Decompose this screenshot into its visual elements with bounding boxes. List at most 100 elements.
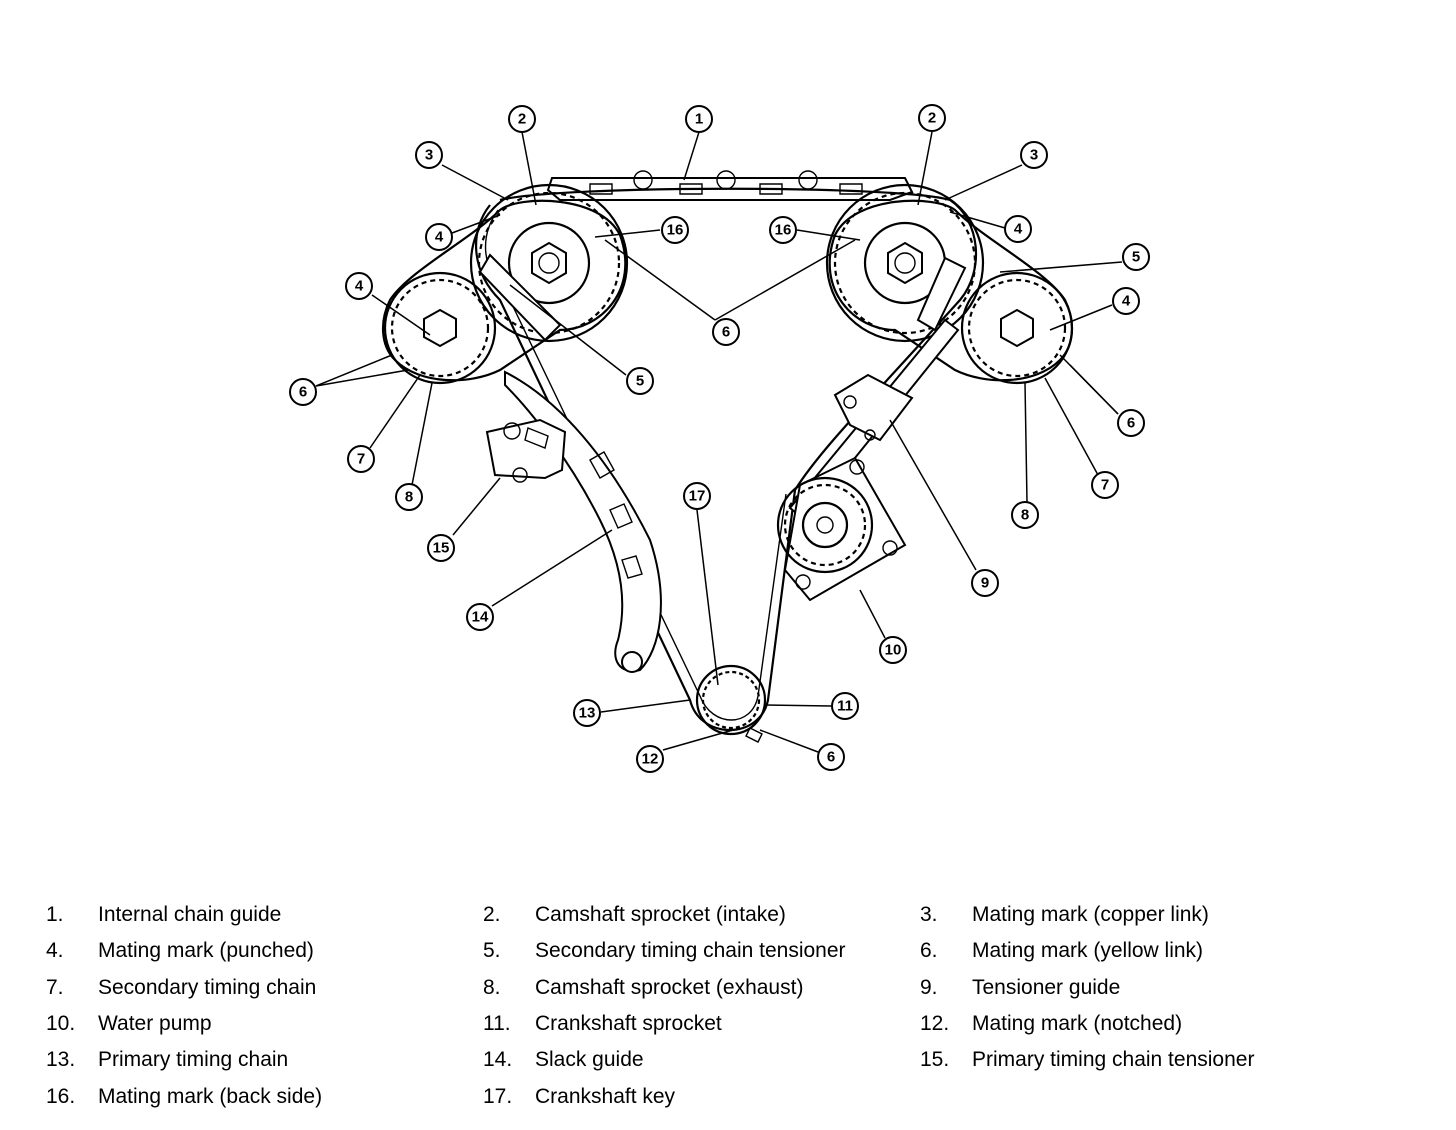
svg-text:6: 6 [827, 749, 835, 766]
callout-3-left: 3 [415, 141, 443, 169]
legend-label: Mating mark (copper link) [972, 903, 1209, 926]
legend-label: Camshaft sprocket (exhaust) [535, 976, 804, 999]
legend-number: 2. [483, 903, 501, 926]
svg-text:6: 6 [722, 324, 730, 341]
callout-15: 15 [427, 534, 455, 562]
svg-text:14: 14 [472, 609, 489, 626]
callout-7-right: 7 [1091, 471, 1119, 499]
callout-3-right: 3 [1020, 141, 1048, 169]
svg-text:4: 4 [1122, 293, 1131, 310]
legend-label: Mating mark (back side) [98, 1085, 323, 1108]
water-pump [776, 456, 907, 602]
legend-label: Secondary timing chain [98, 976, 317, 999]
callout-6-left: 6 [289, 378, 317, 406]
legend-number: 17. [483, 1085, 513, 1108]
svg-text:2: 2 [518, 111, 526, 128]
callout-17: 17 [683, 482, 711, 510]
svg-text:5: 5 [636, 373, 644, 390]
svg-text:8: 8 [405, 489, 413, 506]
svg-text:4: 4 [435, 229, 444, 246]
legend-number: 8. [483, 976, 501, 999]
svg-text:1: 1 [695, 111, 703, 128]
legend-number: 16. [46, 1085, 76, 1108]
svg-text:3: 3 [1030, 147, 1038, 164]
legend-label: Slack guide [535, 1048, 644, 1071]
callout-5-left: 5 [626, 367, 654, 395]
legend-label: Internal chain guide [98, 903, 282, 926]
callout-2-left: 2 [508, 105, 536, 133]
callout-6-right: 6 [1117, 409, 1145, 437]
callout-8-right: 8 [1011, 501, 1039, 529]
right-secondary-tensioner [916, 256, 967, 332]
legend-label: Primary timing chain tensioner [972, 1048, 1255, 1071]
legend-number: 3. [920, 903, 938, 926]
legend-number: 5. [483, 939, 501, 962]
svg-text:16: 16 [667, 222, 684, 239]
callout-16-left: 16 [661, 216, 689, 244]
crankshaft-sprocket [695, 664, 767, 743]
callout-4-left-top: 4 [425, 223, 453, 251]
right-intake-cam-sprocket [825, 183, 985, 343]
primary-timing-chain [474, 187, 978, 732]
callout-14: 14 [466, 603, 494, 631]
svg-text:6: 6 [299, 384, 307, 401]
left-secondary-tensioner [478, 253, 562, 342]
svg-text:17: 17 [689, 488, 706, 505]
legend-label: Crankshaft sprocket [535, 1012, 722, 1035]
callout-7-left: 7 [347, 445, 375, 473]
internal-chain-guide [546, 170, 914, 201]
svg-text:9: 9 [981, 575, 989, 592]
left-intake-cam-sprocket [469, 183, 629, 343]
left-exhaust-cam-sprocket [383, 271, 497, 385]
slack-guide [504, 370, 662, 673]
callout-6-bottom: 6 [817, 743, 845, 771]
legend-label: Mating mark (yellow link) [972, 939, 1204, 962]
callout-4-right: 4 [1112, 287, 1140, 315]
legend-number: 12. [920, 1012, 950, 1035]
parts-legend: 1. Internal chain guide 4. Mating mark (… [0, 895, 1456, 1125]
svg-text:15: 15 [433, 540, 450, 557]
callout-8-left: 8 [395, 483, 423, 511]
legend-number: 7. [46, 976, 64, 999]
legend-number: 10. [46, 1012, 76, 1035]
callout-16-right: 16 [769, 216, 797, 244]
timing-chain-diagram: 1 2 2 3 3 4 4 4 4 5 5 6 6 6 6 7 7 8 8 9 … [289, 104, 1150, 773]
svg-text:7: 7 [1101, 477, 1109, 494]
legend-label: Tensioner guide [972, 976, 1121, 999]
legend-number: 1. [46, 903, 64, 926]
legend-number: 15. [920, 1048, 950, 1071]
callout-13: 13 [573, 699, 601, 727]
svg-text:10: 10 [885, 642, 902, 659]
svg-text:8: 8 [1021, 507, 1029, 524]
svg-text:7: 7 [357, 451, 365, 468]
callout-9: 9 [971, 569, 999, 597]
legend-number: 13. [46, 1048, 76, 1071]
callout-5-right: 5 [1122, 243, 1150, 271]
svg-text:3: 3 [425, 147, 433, 164]
svg-text:6: 6 [1127, 415, 1135, 432]
callout-11: 11 [831, 692, 859, 720]
legend-number: 9. [920, 976, 938, 999]
right-secondary-timing-chain [828, 199, 1074, 382]
svg-text:16: 16 [775, 222, 792, 239]
svg-text:5: 5 [1132, 249, 1140, 266]
legend-number: 11. [483, 1012, 511, 1035]
legend-label: Mating mark (punched) [98, 939, 314, 962]
callout-1: 1 [685, 105, 713, 133]
left-secondary-timing-chain [381, 199, 627, 382]
legend-label: Mating mark (notched) [972, 1012, 1183, 1035]
legend-label: Primary timing chain [98, 1048, 289, 1071]
callout-4-right-top: 4 [1004, 215, 1032, 243]
legend-label: Camshaft sprocket (intake) [535, 903, 786, 926]
svg-text:12: 12 [642, 751, 659, 768]
leader-lines [315, 131, 1123, 753]
callout-4-left: 4 [345, 272, 373, 300]
legend-number: 14. [483, 1048, 513, 1071]
primary-chain-tensioner [485, 418, 567, 483]
legend-label: Crankshaft key [535, 1085, 676, 1108]
legend-label: Water pump [98, 1012, 212, 1035]
callout-6-center: 6 [712, 318, 740, 346]
callout-10: 10 [879, 636, 907, 664]
legend-number: 4. [46, 939, 64, 962]
svg-text:11: 11 [837, 698, 853, 715]
